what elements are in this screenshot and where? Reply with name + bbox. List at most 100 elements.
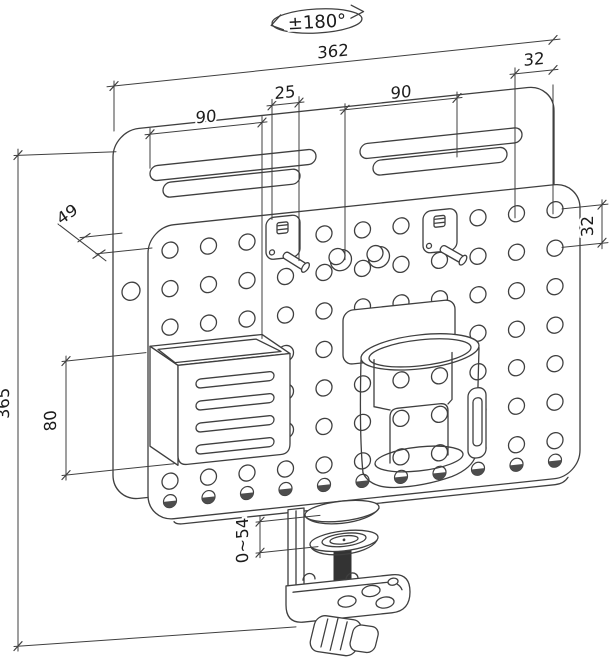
edge-screw-shade (356, 480, 369, 488)
edge-screw-shade (317, 484, 331, 492)
dim-clamp-range: 0~54 (231, 514, 321, 566)
cup-holder (342, 299, 487, 489)
pegboard-hole (546, 354, 564, 373)
pegboard-hole (507, 320, 526, 338)
pegboard-hole (546, 277, 564, 296)
dim-label-80: 80 (41, 409, 60, 432)
pegboard-hole (507, 359, 526, 377)
pegboard-hole (392, 255, 410, 274)
cup-inner-bottom (374, 445, 464, 473)
pegboard-hole (199, 237, 218, 255)
pegboard-hole (199, 275, 218, 294)
rotation-arrow-right (350, 4, 365, 19)
edge-screw-shade (163, 500, 177, 508)
edge-screw-shade (433, 472, 446, 480)
hook-rod-cap (458, 254, 468, 266)
basket-vent-slot (195, 414, 275, 433)
pegboard-hole (546, 431, 564, 450)
dim-slot-right: 90 (339, 80, 463, 261)
dim-slot-gap: 25 (266, 80, 305, 262)
dim-label-25: 25 (275, 82, 296, 103)
hook-slot-icon (433, 214, 446, 228)
pegboard-hole (507, 436, 526, 454)
hook-pin-dot (268, 249, 276, 256)
dim-label-32-right: 32 (578, 215, 597, 238)
edge-screw-shade (471, 468, 485, 476)
rotation-arrow-left (270, 14, 285, 31)
clamp-knob (309, 615, 379, 657)
hook-left (265, 214, 310, 273)
rotation-label: ±180° (287, 10, 346, 34)
basket-vent-slot (195, 436, 275, 455)
dim-hole-pitch: 32 (561, 199, 609, 250)
hook-right (422, 208, 468, 266)
pegboard-hole (392, 409, 410, 428)
pegboard-hole (276, 267, 295, 286)
pegboard-hole (469, 209, 487, 227)
pegboard-hole (315, 379, 333, 397)
pegboard-hole (392, 217, 410, 235)
pegboard-hole (199, 314, 218, 332)
pegboard-hole (353, 221, 372, 239)
pegboard-hole (199, 468, 218, 486)
pegboard-hole (546, 316, 564, 334)
dim-top-right-offset: 32 (509, 47, 559, 219)
pegboard-hole (161, 279, 179, 298)
dim-slot-left: 90 (144, 104, 268, 339)
dim-label-362: 362 (317, 40, 348, 62)
foot-hole (361, 584, 381, 598)
pegboard-hole (315, 302, 333, 320)
pegboard-hole (507, 282, 526, 300)
rotation-ellipse (271, 8, 363, 34)
slot-right-lower (372, 146, 508, 176)
desk-clamp (285, 499, 411, 657)
foot-hole (375, 596, 395, 609)
hook-rod-cap (300, 262, 310, 273)
pegboard-hole (392, 371, 410, 389)
basket-vent-slot (195, 370, 275, 389)
pegboard-hole (161, 241, 179, 259)
dim-overall-width: 362 (106, 34, 561, 215)
clamp-upper-pad (304, 499, 380, 523)
pegboard-hole (353, 259, 372, 278)
dim-basket-height: 80 (39, 352, 175, 481)
edge-screw-shade (394, 476, 408, 484)
hook-pin-dot (425, 242, 433, 250)
slot-right-upper (359, 127, 523, 160)
slot-left-upper (149, 148, 317, 182)
drawing-projection-group: 362 90 25 90 32 (0, 34, 609, 657)
pegboard-hole (469, 247, 487, 265)
peg-right (366, 244, 391, 269)
pegboard-hole (507, 243, 526, 261)
clamp-bumps (302, 572, 359, 581)
foot-hole (337, 595, 357, 608)
storage-basket (149, 333, 291, 466)
pegboard-hole (469, 324, 487, 342)
hook-slot-icon (276, 221, 289, 235)
pegboard-hole (161, 318, 179, 336)
basket-vent-slot (195, 392, 275, 411)
edge-screw-shade (279, 488, 292, 496)
peg-left (328, 247, 353, 272)
pegboard-hole (353, 413, 372, 432)
pegboard-hole (315, 340, 333, 359)
pegboard-hole (430, 367, 449, 385)
pegboard-hole (161, 472, 179, 490)
cup-bottom (362, 454, 477, 489)
dim-label-90-right: 90 (391, 82, 412, 103)
slot-left-lower (162, 168, 301, 198)
dim-overall-height: 365 (0, 148, 297, 652)
pegboard-hole (469, 286, 487, 304)
edge-screw-shade (240, 492, 254, 500)
dim-label-90-left: 90 (196, 106, 217, 127)
pegboard-hole (353, 375, 372, 393)
pegboard-hole (276, 306, 295, 324)
pegboard-hole (315, 263, 333, 282)
edge-screw-shade (510, 464, 523, 472)
pegboard-hole (546, 393, 564, 411)
cup-front-window (389, 403, 449, 464)
dim-label-0-54: 0~54 (233, 517, 252, 564)
edge-screw-shade (548, 459, 562, 468)
